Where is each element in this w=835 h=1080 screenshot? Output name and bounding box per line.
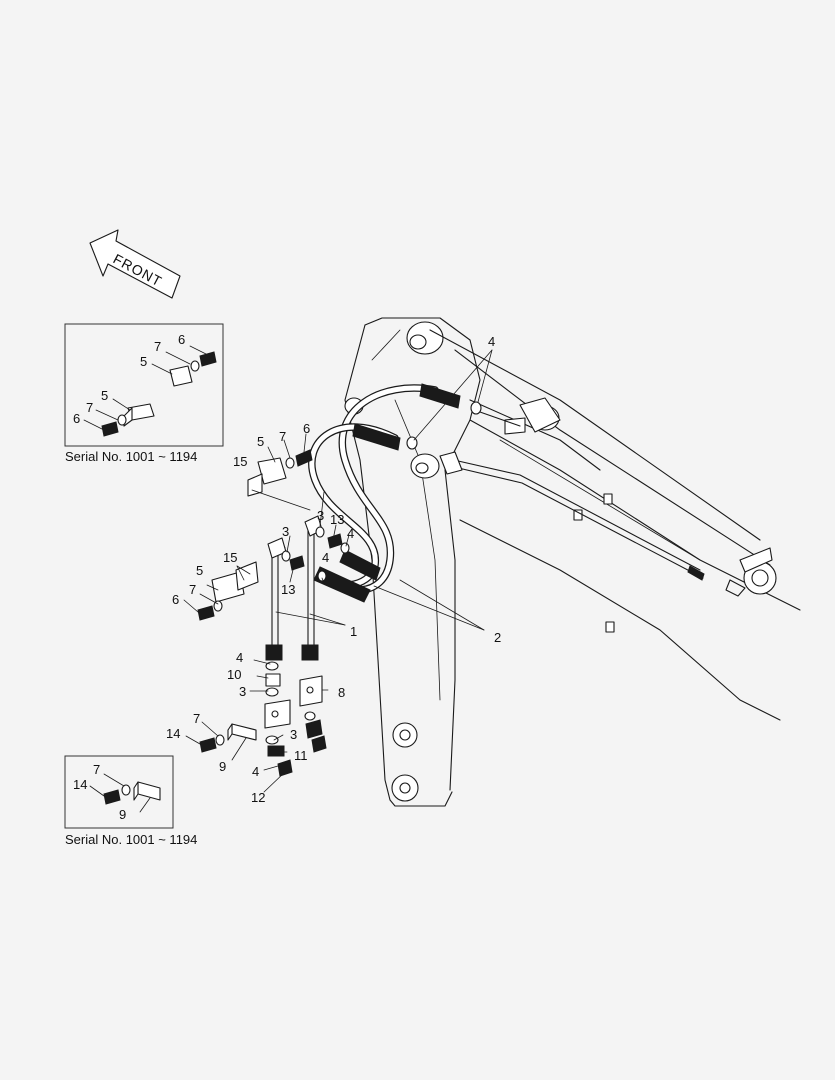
callout-15-lower: 15 — [223, 550, 237, 565]
callout-6-upper: 6 — [303, 421, 310, 436]
callout-3-bottom: 3 — [290, 727, 297, 742]
callout-13-lower: 13 — [281, 582, 295, 597]
inset1-callout-5-bottom: 5 — [101, 388, 108, 403]
front-arrow: FRONT — [89, 229, 181, 299]
callout-7-bottom: 7 — [193, 711, 200, 726]
callout-4-upper: 4 — [347, 526, 354, 541]
hose-assembly-2 — [308, 383, 482, 603]
boom — [344, 317, 801, 807]
callout-7-upper: 7 — [279, 429, 286, 444]
callout-10: 10 — [227, 667, 241, 682]
inset-serial-variant-1: 6 7 5 5 7 6 Serial No. 1001 ~ 1194 — [64, 323, 224, 464]
callout-3-upper-left: 3 — [282, 524, 289, 539]
inset1-callout-7-top: 7 — [154, 339, 161, 354]
inset2-callout-14: 14 — [73, 777, 87, 792]
callout-3-left: 3 — [239, 684, 246, 699]
callout-11: 11 — [294, 748, 308, 763]
pipe-assembly-1 — [265, 515, 323, 661]
callout-4-left: 4 — [236, 650, 243, 665]
callout-12: 12 — [251, 790, 265, 805]
callout-4-top: 4 — [488, 334, 495, 349]
callout-6-lower: 6 — [172, 592, 179, 607]
fittings-and-hardware — [197, 449, 350, 777]
callout-13-upper: 13 — [330, 512, 344, 527]
inset2-caption: Serial No. 1001 ~ 1194 — [65, 832, 197, 847]
callout-2: 2 — [494, 630, 501, 645]
callout-3-upper-right: 3 — [317, 508, 324, 523]
callout-8: 8 — [338, 685, 345, 700]
inset2-callout-9: 9 — [119, 807, 126, 822]
callout-5-lower: 5 — [196, 563, 203, 578]
inset-serial-variant-2: 7 14 9 Serial No. 1001 ~ 1194 — [64, 755, 197, 847]
callout-numbers: 4 6 7 5 15 3 3 13 4 4 13 15 5 7 6 1 2 4 … — [166, 334, 501, 805]
inset1-callout-6-bottom: 6 — [73, 411, 80, 426]
callout-4-mid: 4 — [322, 550, 329, 565]
callout-1: 1 — [350, 624, 357, 639]
callout-5-upper: 5 — [257, 434, 264, 449]
inset2-callout-7: 7 — [93, 762, 100, 777]
callout-14: 14 — [166, 726, 180, 741]
inset1-callout-7-bottom: 7 — [86, 400, 93, 415]
leader-lines — [183, 349, 493, 793]
callout-15-upper: 15 — [233, 454, 247, 469]
inset1-callout-5-top: 5 — [140, 354, 147, 369]
inset1-caption: Serial No. 1001 ~ 1194 — [65, 449, 197, 464]
callout-4-bottom: 4 — [252, 764, 259, 779]
callout-9: 9 — [219, 759, 226, 774]
callout-7-lower: 7 — [189, 582, 196, 597]
inset1-callout-6-top: 6 — [178, 332, 185, 347]
